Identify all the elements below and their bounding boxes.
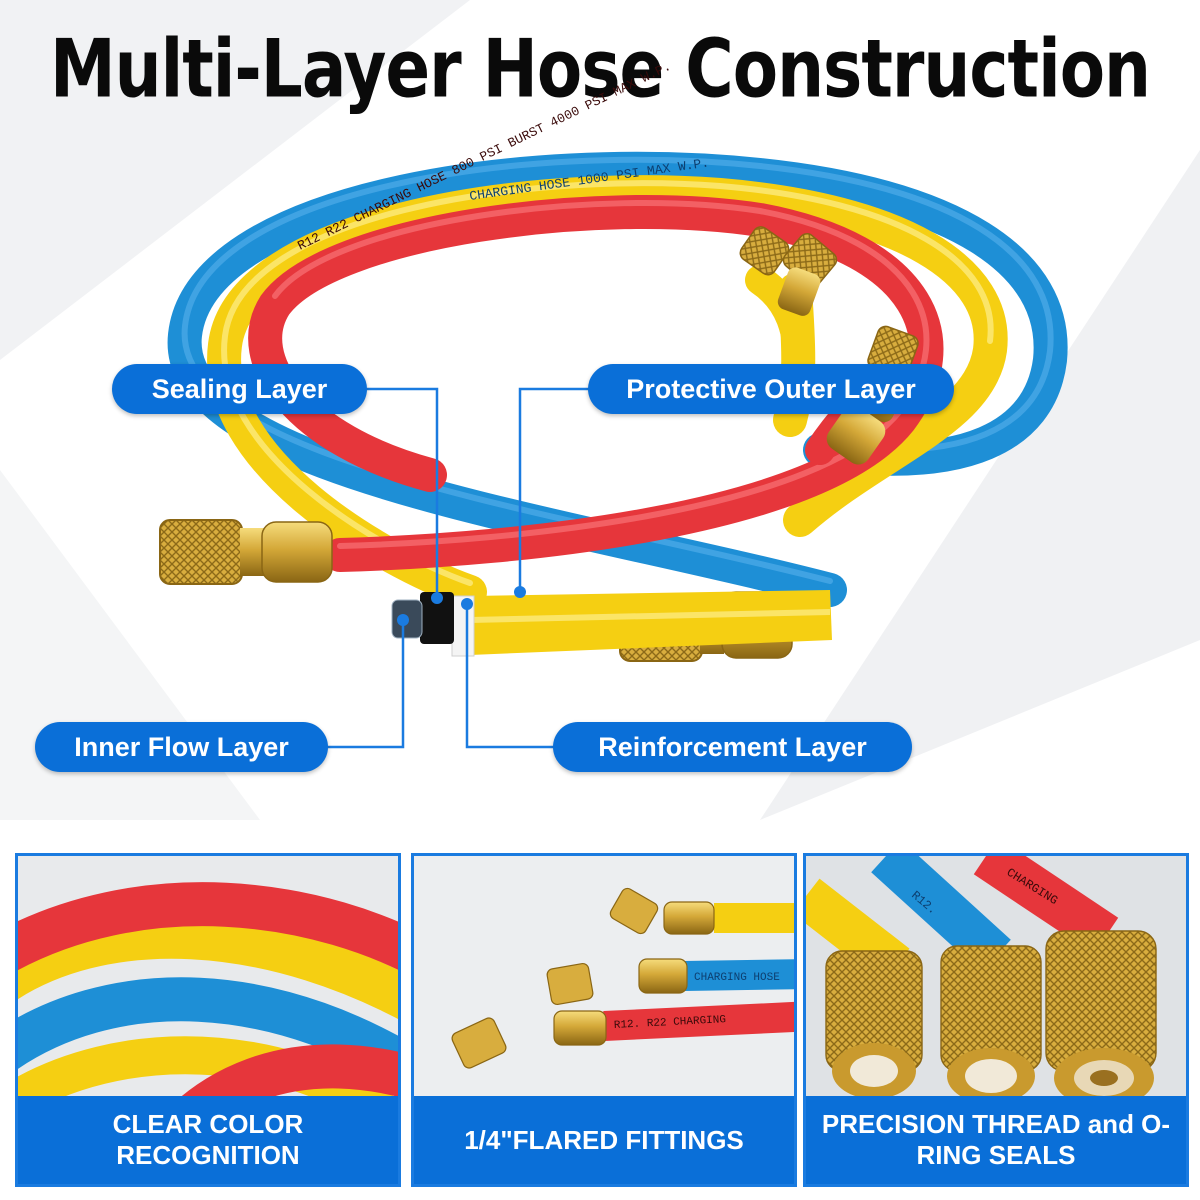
feature-panel-fittings: CHARGING HOSE R12. R22 CHARGING 1/4"FLAR… bbox=[411, 853, 797, 1187]
panel-caption: 1/4"FLARED FITTINGS bbox=[464, 1124, 744, 1155]
feature-panel-seals: R12. CHARGING PRECISION THREAD and O-RIN… bbox=[803, 853, 1189, 1187]
callout-protective-outer-layer: Protective Outer Layer bbox=[588, 364, 954, 414]
callout-reinforcement-layer: Reinforcement Layer bbox=[553, 722, 912, 772]
blue-hose bbox=[167, 151, 1068, 607]
panel-caption: PRECISION THREAD and O-RING SEALS bbox=[821, 1109, 1171, 1170]
panel-caption: CLEAR COLOR RECOGNITION bbox=[112, 1109, 304, 1170]
red-hose bbox=[248, 194, 944, 572]
panel-hose-print-blue: CHARGING HOSE bbox=[694, 972, 780, 984]
feature-panel-color: CLEAR COLOR RECOGNITION bbox=[15, 853, 401, 1187]
panel-hose-print-red: R12. R22 CHARGING bbox=[614, 1014, 727, 1032]
panel-caption-band: CLEAR COLOR RECOGNITION bbox=[18, 1096, 398, 1184]
panel-caption-band: 1/4"FLARED FITTINGS bbox=[414, 1096, 794, 1184]
panel-caption-band: PRECISION THREAD and O-RING SEALS bbox=[806, 1096, 1186, 1184]
callout-inner-flow-layer: Inner Flow Layer bbox=[35, 722, 328, 772]
callout-sealing-layer: Sealing Layer bbox=[112, 364, 367, 414]
left-red-fitting bbox=[159, 519, 333, 585]
page-title: Multi-Layer Hose Construction bbox=[49, 22, 1151, 116]
